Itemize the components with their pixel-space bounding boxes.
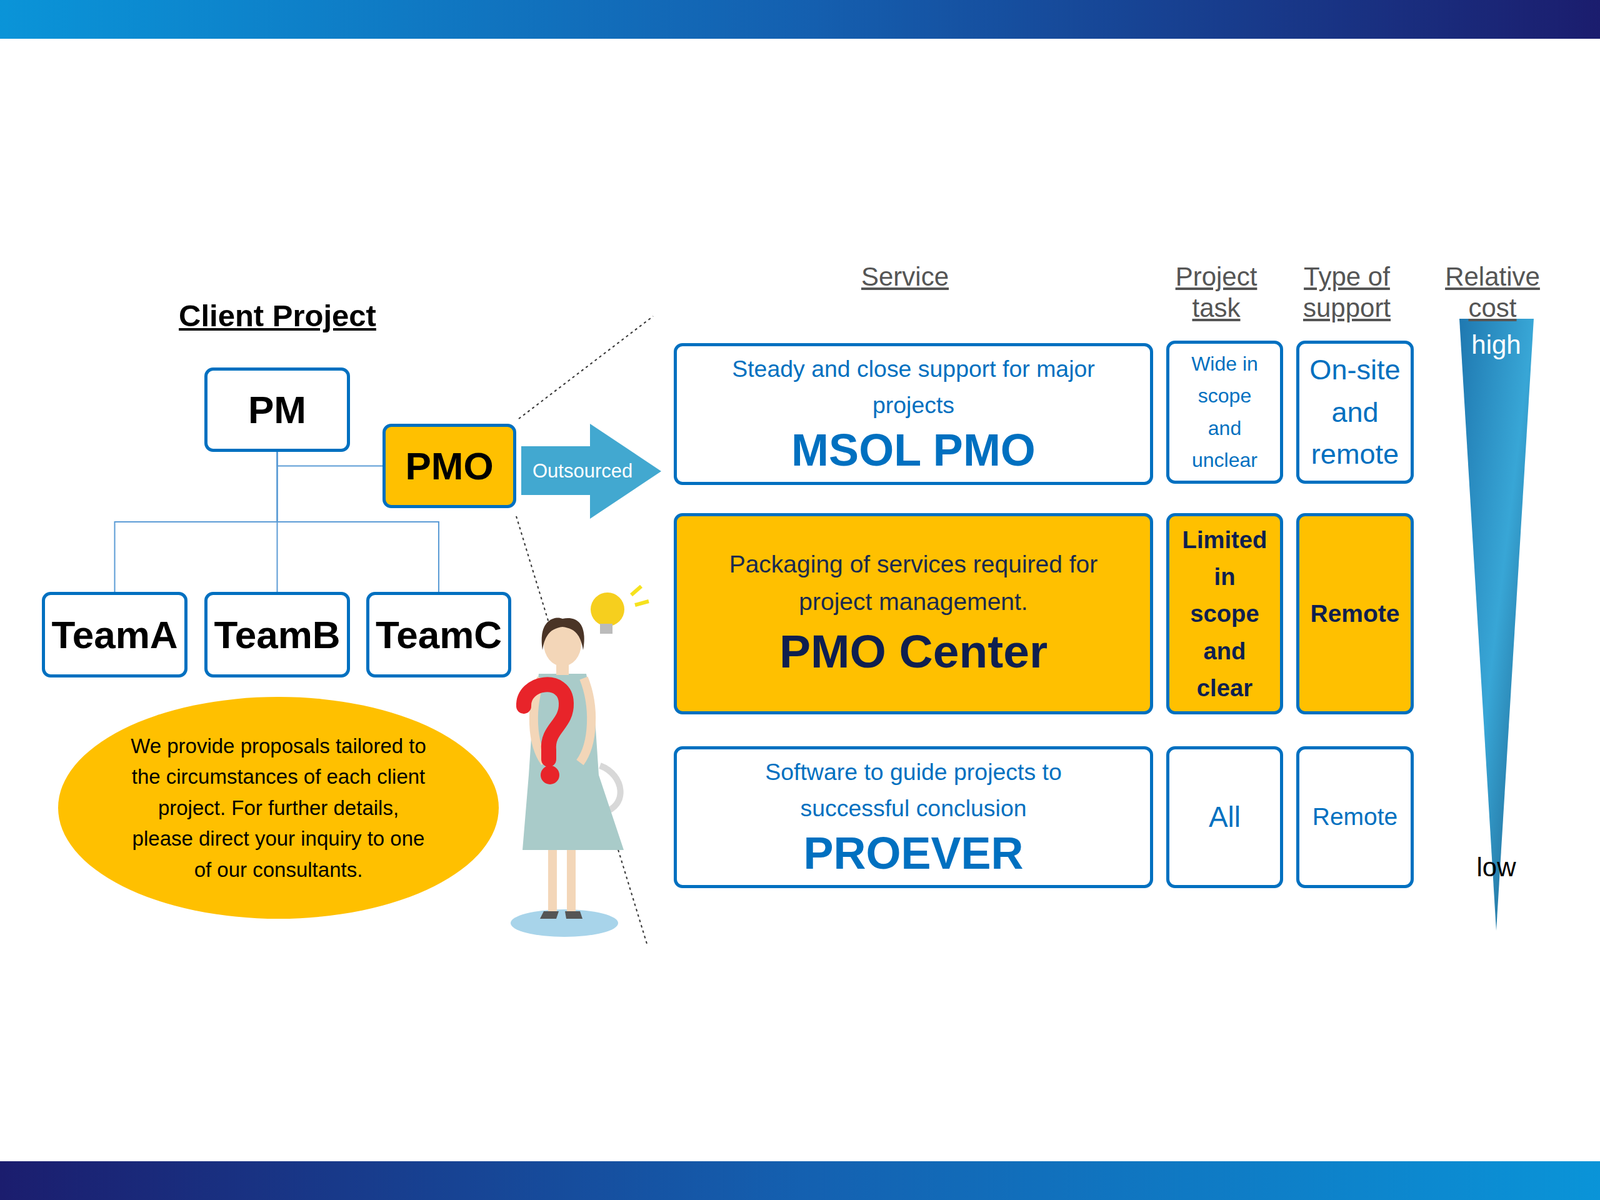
pmo-box: PMO: [382, 423, 517, 509]
note-ellipse: We provide proposals tailored to the cir…: [58, 696, 499, 919]
team-box: TeamA: [41, 591, 188, 678]
org-connector: [277, 451, 384, 467]
column-header: Relative cost: [1430, 261, 1555, 325]
support-box: On-site and remote: [1296, 340, 1414, 484]
node-text: Outsourced: [532, 459, 633, 484]
service-box: Software to guide projects to successful…: [673, 746, 1154, 889]
node-text: All: [1208, 799, 1241, 836]
section-heading: Client Project: [146, 297, 409, 335]
node-text: Packaging of services required for proje…: [707, 545, 1120, 622]
node-text: On-site and remote: [1305, 348, 1405, 476]
node-text: Remote: [1310, 596, 1400, 632]
zoom-line: [518, 316, 654, 419]
node-text: Software to guide projects to successful…: [738, 753, 1089, 827]
cost-high: high: [1458, 329, 1534, 361]
column-header: Project task: [1163, 261, 1270, 325]
pm-box: PM: [204, 367, 350, 452]
org-connector: [115, 451, 278, 592]
task-box: Wide in scope and unclear: [1166, 340, 1284, 484]
node-text: Steady and close support for major proje…: [701, 350, 1127, 424]
cost-low: low: [1458, 851, 1534, 884]
node-text: TeamA: [51, 610, 178, 660]
node-text: PM: [248, 385, 307, 435]
outsourced-arrow: Outsourced: [521, 423, 662, 519]
column-header: Type of support: [1290, 261, 1404, 325]
node-text: Remote: [1312, 801, 1399, 833]
bottom-bar: [0, 1161, 1600, 1200]
support-box: Remote: [1296, 513, 1414, 715]
support-box: Remote: [1296, 746, 1414, 889]
team-box: TeamC: [366, 591, 512, 678]
woman-figure: [510, 586, 649, 937]
service-name: PROEVER: [803, 826, 1024, 880]
task-box: All: [1166, 746, 1284, 889]
service-name: PMO Center: [779, 621, 1048, 683]
zoom-line: [516, 516, 647, 944]
service-box: Packaging of services required for proje…: [673, 513, 1154, 715]
team-box: TeamB: [204, 591, 350, 678]
node-text: TeamB: [213, 610, 340, 660]
cost-wedge: [1459, 318, 1534, 931]
node-text: TeamC: [375, 610, 502, 660]
node-text: We provide proposals tailored to the cir…: [128, 730, 429, 886]
node-text: PMO: [405, 441, 494, 491]
top-bar: [0, 0, 1600, 39]
node-text: Wide in scope and unclear: [1184, 348, 1266, 477]
service-box: Steady and close support for major proje…: [673, 343, 1154, 485]
service-name: MSOL PMO: [791, 423, 1036, 477]
column-header: Service: [811, 261, 999, 293]
task-box: Limited in scope and clear: [1166, 513, 1284, 715]
node-text: Limited in scope and clear: [1178, 521, 1272, 707]
